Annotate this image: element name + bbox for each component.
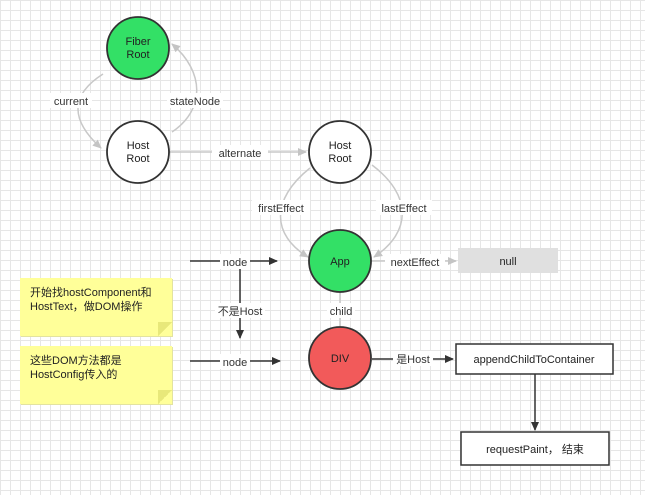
fiber-root-label-1: Fiber <box>125 36 150 48</box>
label-next-effect: nextEffect <box>391 257 440 269</box>
label-alternate: alternate <box>219 148 262 160</box>
null-box: null <box>458 248 558 273</box>
edge-state-node <box>171 43 198 133</box>
edge-current <box>77 73 104 149</box>
label-last-effect: lastEffect <box>381 203 426 215</box>
label-is-host: 是Host <box>396 353 430 366</box>
host-root-left-label-1: Host <box>127 140 150 152</box>
append-child-rect <box>455 343 614 375</box>
note-host-config-text: 这些DOM方法都是HostConfig传入的 <box>30 355 122 381</box>
label-state-node: stateNode <box>170 96 220 108</box>
label-child: child <box>330 306 353 318</box>
div-node: DIV <box>308 326 372 390</box>
app-circle <box>308 229 372 293</box>
app-label: App <box>330 256 350 268</box>
request-paint-label: requestPaint， 结束 <box>486 443 584 456</box>
fiber-root-circle <box>106 16 170 80</box>
div-circle <box>308 326 372 390</box>
host-root-right-label-2: Root <box>328 153 351 165</box>
div-label: DIV <box>331 353 350 365</box>
append-child-label: appendChildToContainer <box>473 354 594 366</box>
app-node: App <box>308 229 372 293</box>
edge-first-effect <box>279 167 311 258</box>
host-root-right-label-1: Host <box>329 140 352 152</box>
request-paint-box: requestPaint， 结束 <box>460 431 610 466</box>
label-node-bottom: node <box>223 357 247 369</box>
label-current: current <box>54 96 88 108</box>
host-root-right-circle <box>308 120 372 184</box>
request-paint-rect <box>460 431 610 466</box>
null-label: null <box>499 256 516 268</box>
append-child-box: appendChildToContainer <box>455 343 614 375</box>
note-host-config: 这些DOM方法都是HostConfig传入的 <box>20 346 172 404</box>
host-root-left-circle <box>106 120 170 184</box>
null-rect <box>458 248 558 273</box>
host-root-left-label-2: Root <box>126 153 149 165</box>
label-node-top: node <box>223 257 247 269</box>
note-start-host-component-text: 开始找hostComponent和HostText，做DOM操作 <box>30 287 152 313</box>
note-start-host-component: 开始找hostComponent和HostText，做DOM操作 <box>20 278 172 336</box>
label-not-host: 不是Host <box>218 305 263 318</box>
label-first-effect: firstEffect <box>258 203 304 215</box>
fiber-root-label-2: Root <box>126 49 149 61</box>
